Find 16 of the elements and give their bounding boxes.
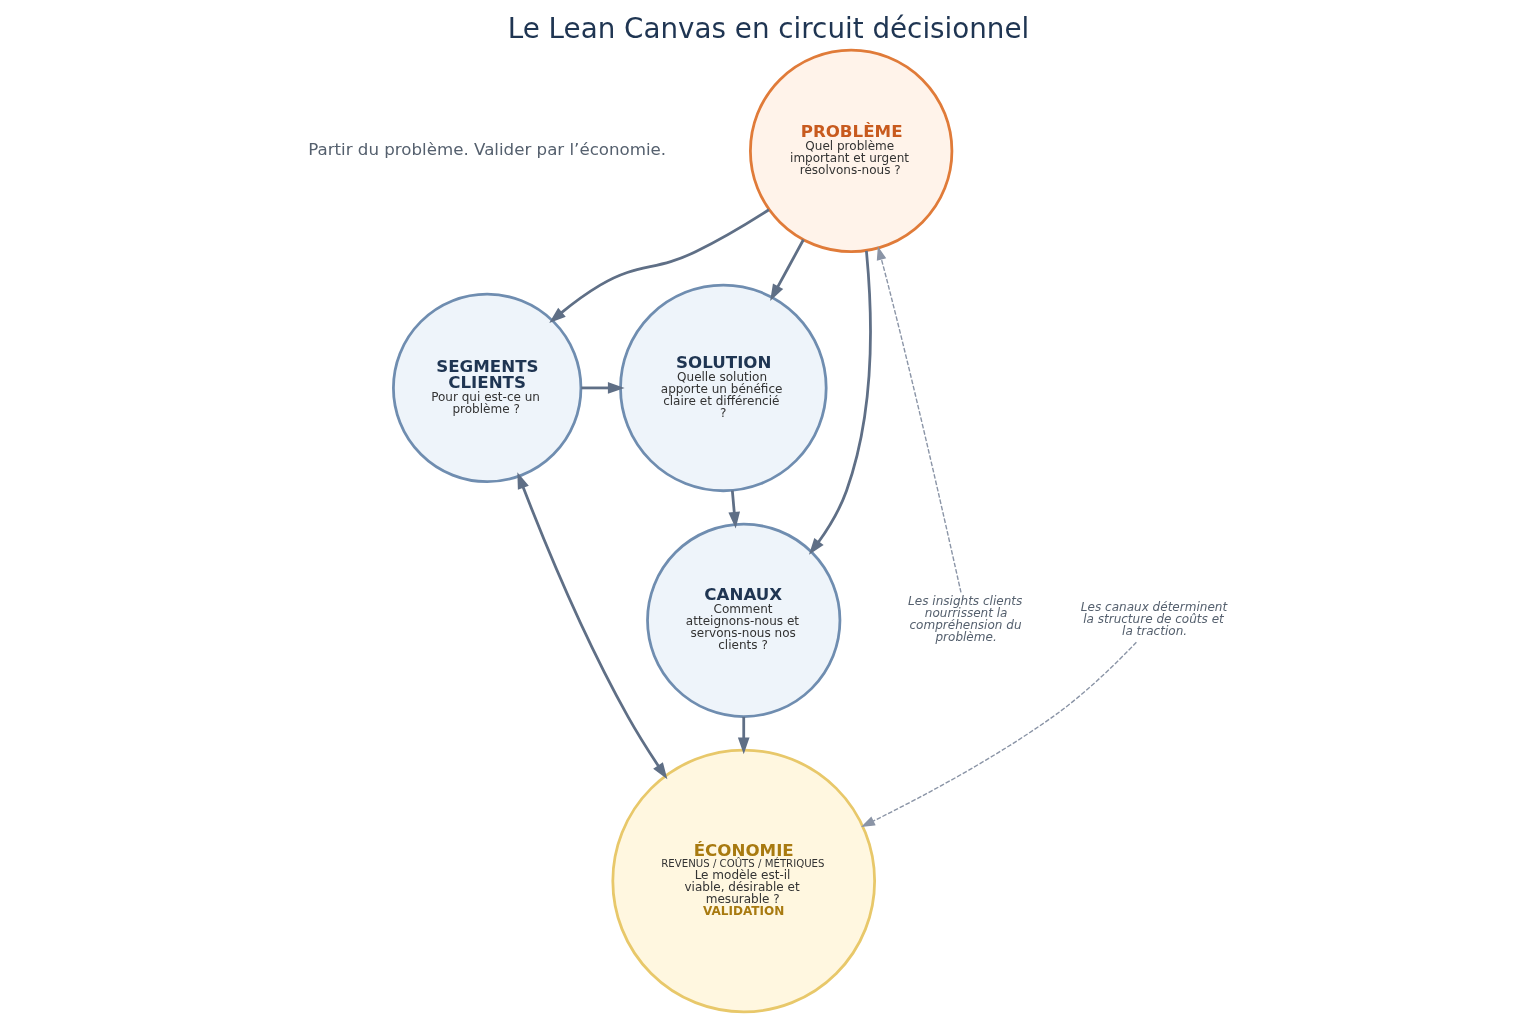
arrow [727, 490, 740, 529]
arrow [516, 472, 667, 780]
label: Partir du problème. Valider par l’économie. [307, 139, 666, 159]
arrow [580, 382, 625, 394]
arrow [860, 641, 1137, 828]
node-text: Les canaux déterminent la structure de coûts et la traction. [1080, 599, 1227, 639]
node-circle: CANAUX Comment atteignons-nous et servons-nous nos clients ? [645, 522, 841, 718]
arrow [548, 208, 770, 324]
arrow [876, 246, 962, 594]
node-text: Les insights clients nourrissent la compréhension du problème. [907, 593, 1022, 645]
arrow [808, 250, 872, 555]
arrow [769, 239, 805, 301]
diagram-title: Le Lean Canvas en circuit décisionnel [507, 12, 1029, 46]
node-circle: SEGMENTS CLIENTS Pour qui est-ce un problème ? [391, 292, 582, 484]
node-circle: PROBLÈME Quel problème important et urgent résolvons-nous ? [748, 48, 953, 254]
arrow [737, 716, 750, 755]
